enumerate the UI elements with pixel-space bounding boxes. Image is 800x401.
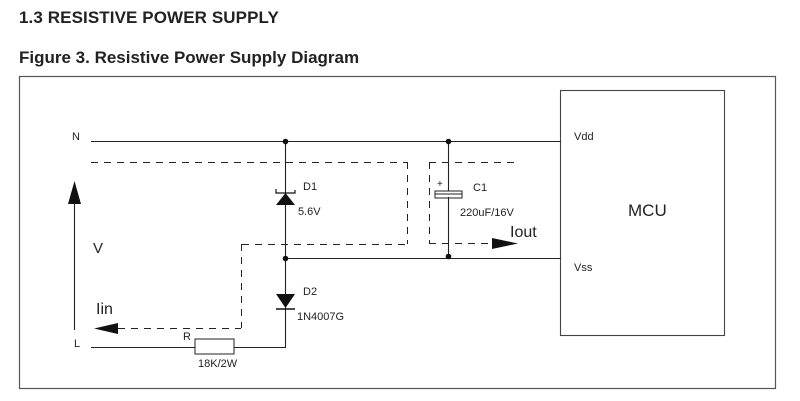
resistor-r-value: 18K/2W [198, 358, 238, 370]
current-out-label: Iout [510, 224, 537, 241]
current-in-label: Iin [96, 301, 113, 318]
d2-label: D2 [303, 286, 317, 298]
c1-value: 220uF/16V [460, 207, 514, 219]
figure-frame [18, 75, 777, 390]
d1-label: D1 [303, 181, 317, 193]
junction-dot-c1-top [445, 138, 452, 145]
resistor-r-label: R [183, 331, 191, 343]
junction-dot-n [282, 138, 289, 145]
n-node-label: N [72, 131, 80, 143]
voltage-arrow-head [68, 181, 81, 204]
current-out-arrow-head [492, 238, 518, 249]
vss-pin-label: Vss [574, 262, 593, 274]
d1-value: 5.6V [298, 206, 321, 218]
voltage-label: V [93, 240, 103, 257]
mcu-box [559, 89, 726, 337]
capacitor-c1-plate [434, 190, 463, 195]
figure-title: Figure 3. Resistive Power Supply Diagram [19, 48, 360, 67]
resistor-r [194, 338, 235, 355]
capacitor-c1-neg-plate [434, 193, 463, 199]
junction-dot-c1-bottom [445, 253, 452, 260]
l-node-label: L [74, 338, 80, 350]
current-in-arrow-head [94, 323, 118, 334]
c1-polarity: + [437, 179, 443, 190]
junction-dot-vss-left [282, 255, 289, 262]
c1-label: C1 [473, 182, 487, 194]
diode-d2 [276, 294, 295, 308]
mcu-label: MCU [628, 201, 667, 220]
section-title: 1.3 RESISTIVE POWER SUPPLY [19, 8, 279, 27]
vdd-pin-label: Vdd [574, 131, 594, 143]
zener-diode-d1 [276, 193, 295, 205]
zener-diode-d1-bar [275, 189, 296, 194]
d2-value: 1N4007G [297, 311, 344, 323]
